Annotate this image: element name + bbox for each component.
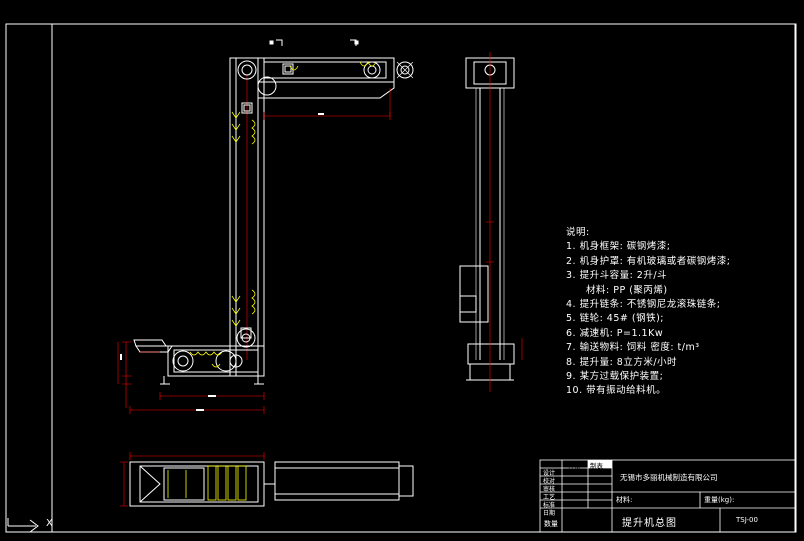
plan-buckets bbox=[167, 465, 247, 501]
note-item-10: 10. 带有振动给料机。 bbox=[566, 385, 667, 397]
front-dim-labels bbox=[120, 113, 324, 411]
row-label-process: 工艺 bbox=[543, 494, 556, 501]
chain-buckets bbox=[189, 61, 377, 368]
drawing-title: 提升机总图 bbox=[622, 518, 677, 529]
title-block-lines bbox=[539, 459, 797, 533]
note-item-2: 2. 机身护罩: 有机玻璃或者碳钢烤漆; bbox=[566, 255, 731, 267]
plan-dimensions bbox=[120, 452, 265, 507]
quantity-label: 数量 bbox=[544, 520, 558, 528]
drawing-frame bbox=[5, 23, 797, 533]
ucs-x-label: X bbox=[46, 518, 53, 529]
note-item-4: 4. 提升链条: 不锈钢尼龙滚珠链条; bbox=[566, 298, 721, 310]
weight-label: 重量(kg): bbox=[704, 496, 735, 504]
note-item-8: 8. 提升量: 8立方米/小时 bbox=[566, 356, 678, 368]
side-elevation-view bbox=[459, 57, 515, 381]
row-label-check: 校对 bbox=[543, 478, 556, 485]
note-item-1: 1. 机身框架: 碳钢烤漆; bbox=[566, 241, 671, 253]
note-item-6: 6. 减速机: P=1.1Kw bbox=[566, 327, 664, 339]
drawing-number: TSJ-00 bbox=[736, 516, 758, 524]
company-name: 无锡市多丽机械制造有限公司 bbox=[620, 473, 718, 482]
notes-heading: 说明: bbox=[566, 227, 590, 238]
section-mark-right bbox=[350, 39, 359, 46]
note-item-3-material: 材料: PP (聚丙烯) bbox=[586, 284, 668, 296]
notes-block: 说明: 1. 机身框架: 碳钢烤漆; 2. 机身护罩: 有机玻璃或者碳钢烤漆; … bbox=[566, 226, 731, 399]
material-label: 材料: bbox=[616, 496, 633, 504]
row-label-standard: 标准 bbox=[543, 502, 556, 509]
row-label-date: 日期 bbox=[543, 510, 556, 517]
row-label-review: 审核 bbox=[543, 486, 556, 493]
note-item-9: 9. 某方过载保护装置; bbox=[566, 370, 664, 382]
side-dimensions bbox=[486, 52, 523, 392]
plan-view bbox=[129, 461, 414, 507]
note-item-3: 3. 提升斗容量: 2升/斗 bbox=[566, 270, 668, 282]
title-tag-box bbox=[588, 460, 612, 468]
front-elevation-view bbox=[133, 39, 414, 385]
note-item-7: 7. 输送物料: 饲料 密度: t/m³ bbox=[566, 342, 700, 354]
ucs-icon bbox=[7, 518, 39, 533]
front-dimensions bbox=[117, 88, 391, 414]
note-item-5: 5. 链轮: 45# (钢铁); bbox=[566, 313, 664, 325]
section-mark-left bbox=[269, 39, 283, 46]
title-tag-left: 注册 bbox=[568, 462, 581, 470]
row-label-design: 设计 bbox=[543, 470, 556, 477]
title-tag-right: 制表 bbox=[590, 462, 603, 470]
